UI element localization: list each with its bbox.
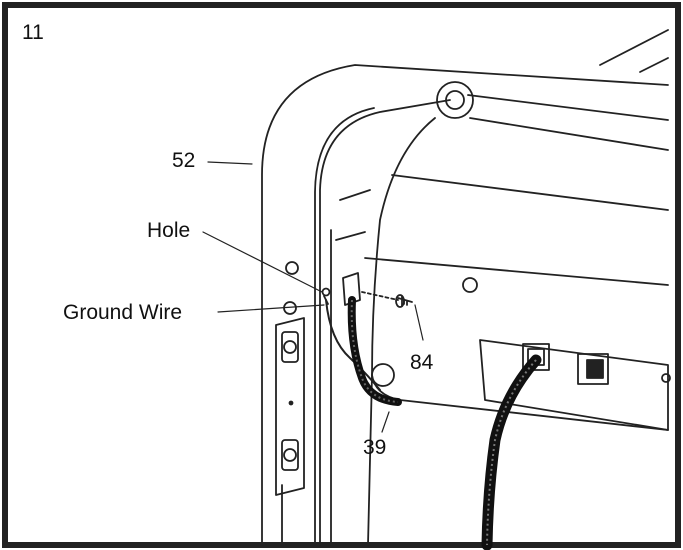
leader-hole (202, 231, 323, 293)
label-ground-wire: Ground Wire (63, 301, 183, 324)
power-socket (522, 343, 550, 371)
power-cord (481, 354, 542, 550)
wire-connector (342, 272, 361, 306)
power-switch (577, 353, 609, 385)
step-number: 11 (22, 21, 44, 44)
label-hole: Hole (147, 219, 191, 242)
power-panel (479, 339, 669, 431)
ground-wire (325, 299, 381, 391)
screw-path (361, 291, 399, 301)
leader-ground-wire (217, 304, 325, 313)
mounting-bracket (275, 317, 305, 496)
leader-39 (381, 411, 390, 433)
leader-84 (414, 304, 424, 341)
label-84: 84 (410, 351, 434, 374)
upright-frame (261, 64, 669, 546)
label-39: 39 (363, 436, 387, 459)
hole (321, 287, 331, 297)
roller-knob (436, 81, 474, 119)
screw (397, 295, 413, 307)
label-52: 52 (172, 149, 196, 172)
wire-39-cable (347, 296, 402, 406)
leader-52 (207, 161, 253, 165)
